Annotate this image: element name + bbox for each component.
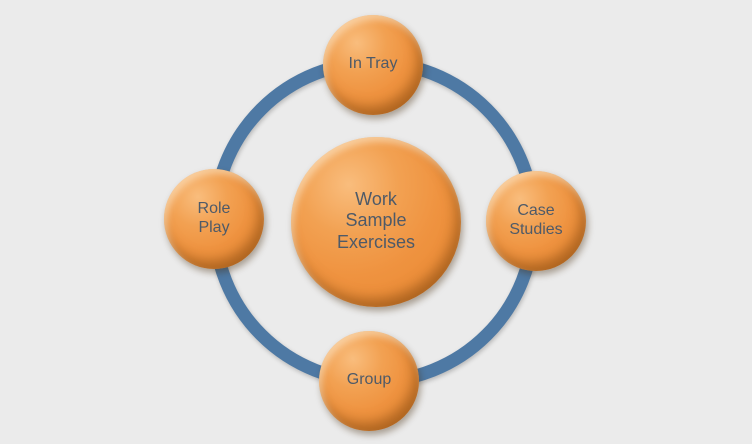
node-in-tray-label: In Tray: [348, 55, 398, 73]
node-case-studies-label: Case Studies: [509, 201, 563, 238]
node-work-sample-exercises: Work Sample Exercises: [291, 137, 461, 307]
node-in-tray: In Tray: [323, 15, 423, 115]
node-role-play: Role Play: [164, 169, 264, 269]
node-case-studies: Case Studies: [486, 171, 586, 271]
node-group: Group: [319, 331, 419, 431]
node-role-play-label: Role Play: [197, 199, 231, 236]
node-work-sample-exercises-label: Work Sample Exercises: [336, 188, 416, 252]
node-group-label: Group: [346, 371, 392, 389]
